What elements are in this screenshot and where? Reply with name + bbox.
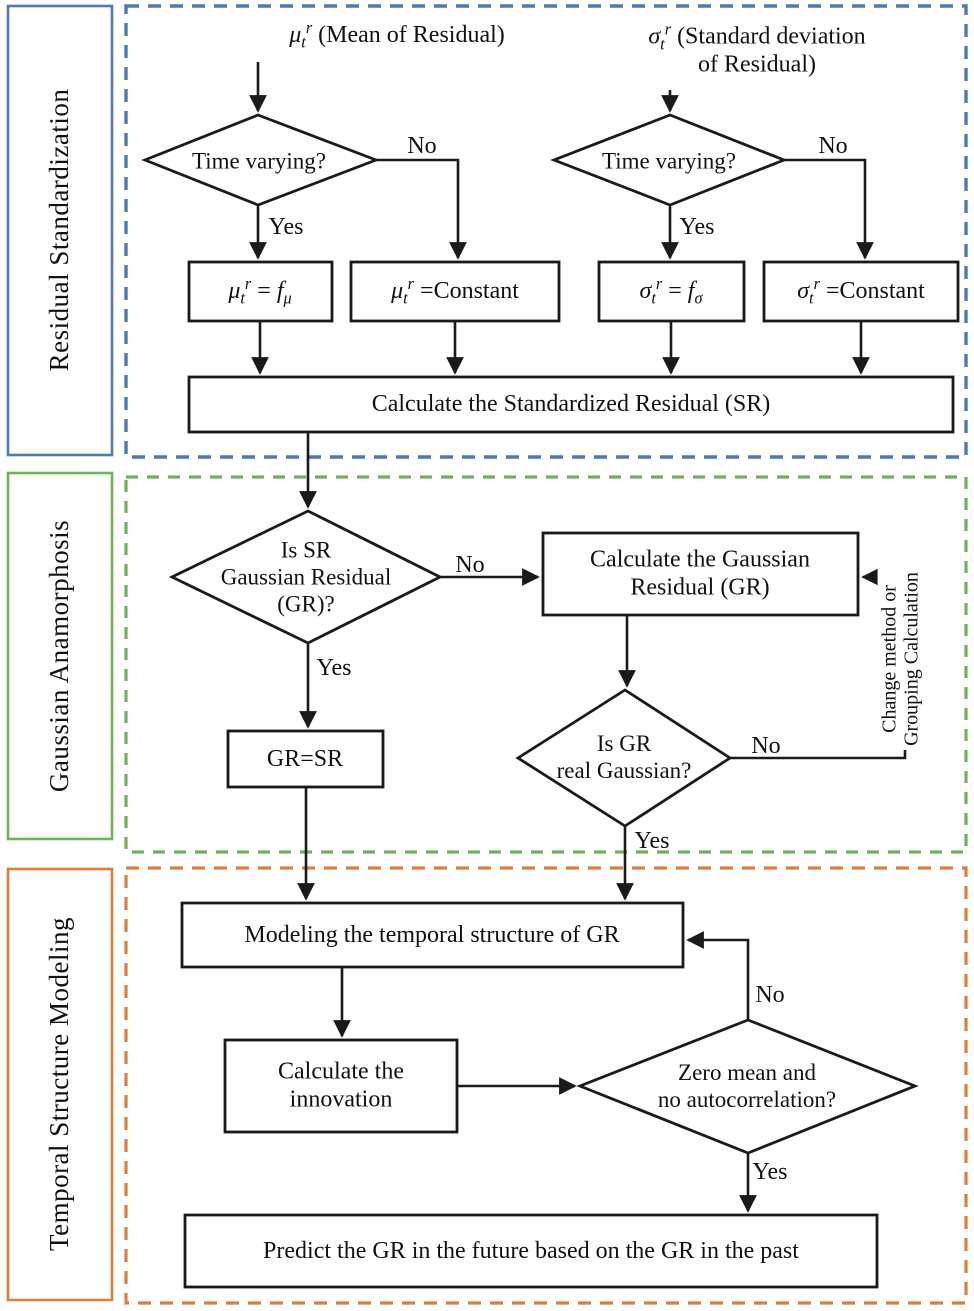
diamond-sigma-time-varying xyxy=(550,113,788,207)
is-sr-line1: Is SR xyxy=(280,537,332,563)
calc-gr-line2: Residual (GR) xyxy=(630,575,770,601)
box-calculate-gr xyxy=(541,531,860,617)
box-mu-constant xyxy=(349,260,561,323)
box-gr-equals-sr-label: GR=SR xyxy=(266,745,344,772)
box-calculate-sr xyxy=(187,375,955,434)
box-sigma-function-label: σtr = fσ xyxy=(639,273,703,308)
innovation-line2: innovation xyxy=(289,1087,393,1113)
edge-label-zm-yes: Yes xyxy=(752,1158,788,1185)
sigma-input-line1: σtr (Standard deviation xyxy=(648,19,866,54)
box-sigma-function xyxy=(597,260,746,323)
section-frame-temporal-structure-modeling xyxy=(124,866,968,1305)
box-gr-equals-sr xyxy=(226,729,385,789)
mu-input-label: μtr (Mean of Residual) xyxy=(289,17,505,52)
box-calculate-gr-label: Calculate the Gaussian Residual (GR) xyxy=(590,546,810,603)
decision-zero-mean-label: Zero mean and no autocorrelation? xyxy=(658,1059,836,1113)
decision-is-sr-gaussian-label: Is SR Gaussian Residual (GR)? xyxy=(221,536,392,617)
feedback-line1: Change method or xyxy=(878,585,901,733)
box-calculate-innovation xyxy=(223,1038,459,1134)
section-label-temporal-structure-modeling: Temporal Structure Modeling xyxy=(44,916,75,1252)
section-label-box-gaussian xyxy=(6,471,114,841)
innovation-line1: Calculate the xyxy=(278,1058,404,1085)
box-mu-constant-label: μtr =Constant xyxy=(391,273,519,308)
section-frame-gaussian-anamorphosis xyxy=(124,475,968,854)
box-calculate-sr-label: Calculate the Standardized Residual (SR) xyxy=(371,390,771,417)
decision-is-gr-real-gaussian-label: Is GR real Gaussian? xyxy=(557,730,692,784)
sigma-input-line2: of Residual) xyxy=(698,52,816,78)
box-predict-gr-label: Predict the GR in the future based on th… xyxy=(263,1237,799,1264)
box-predict-gr xyxy=(183,1213,879,1289)
edge-label-mu-no: No xyxy=(407,132,437,159)
edge-label-sr-yes: Yes xyxy=(316,654,352,681)
decision-mu-time-varying-label: Time varying? xyxy=(192,148,326,174)
edge-label-mu-yes: Yes xyxy=(268,213,304,240)
is-sr-line2: Gaussian Residual xyxy=(220,564,392,590)
edge-label-gr-yes: Yes xyxy=(634,827,670,854)
section-label-box-residual xyxy=(6,4,114,457)
arrow-sigma-no xyxy=(784,158,874,260)
decision-sigma-time-varying-label: Time varying? xyxy=(602,148,736,174)
edge-label-sigma-no: No xyxy=(818,132,848,159)
box-modeling-temporal xyxy=(180,901,685,969)
zero-mean-line2: no autocorrelation? xyxy=(657,1087,837,1112)
feedback-annotation: Change method or Grouping Calculation xyxy=(877,568,925,750)
is-gr-line2: real Gaussian? xyxy=(556,758,692,783)
box-sigma-constant xyxy=(762,260,960,323)
section-label-gaussian-anamorphosis: Gaussian Anamorphosis xyxy=(44,519,75,793)
diamond-is-sr-gaussian xyxy=(168,509,444,645)
diamond-is-gr-real-gaussian xyxy=(515,688,733,828)
zero-mean-line1: Zero mean and xyxy=(678,1059,816,1085)
is-sr-line3: (GR)? xyxy=(277,591,335,617)
edge-label-sr-no: No xyxy=(455,551,485,578)
arrow-mu-no xyxy=(376,158,467,260)
diamond-zero-mean xyxy=(576,1018,919,1155)
is-gr-line1: Is GR xyxy=(596,730,652,756)
section-label-residual-standardization: Residual Standardization xyxy=(44,88,75,372)
section-label-box-temporal xyxy=(6,867,114,1302)
edge-label-gr-no: No xyxy=(751,732,781,759)
box-mu-function-label: μtr = fμ xyxy=(228,273,292,308)
box-mu-function xyxy=(187,260,334,323)
calc-gr-line1: Calculate the Gaussian xyxy=(590,546,810,573)
edge-label-zm-no: No xyxy=(755,981,785,1008)
box-calculate-innovation-label: Calculate the innovation xyxy=(278,1058,404,1115)
diamond-mu-time-varying xyxy=(141,113,380,207)
arrow-zero-mean-no-feedback xyxy=(686,931,750,1020)
box-sigma-constant-label: σtr =Constant xyxy=(797,273,925,308)
edge-label-sigma-yes: Yes xyxy=(679,213,715,240)
section-frame-residual-standardization xyxy=(124,4,968,459)
box-modeling-temporal-label: Modeling the temporal structure of GR xyxy=(244,921,620,948)
feedback-line2: Grouping Calculation xyxy=(901,572,923,746)
sigma-input-label: σtr (Standard deviation of Residual) xyxy=(648,19,866,80)
